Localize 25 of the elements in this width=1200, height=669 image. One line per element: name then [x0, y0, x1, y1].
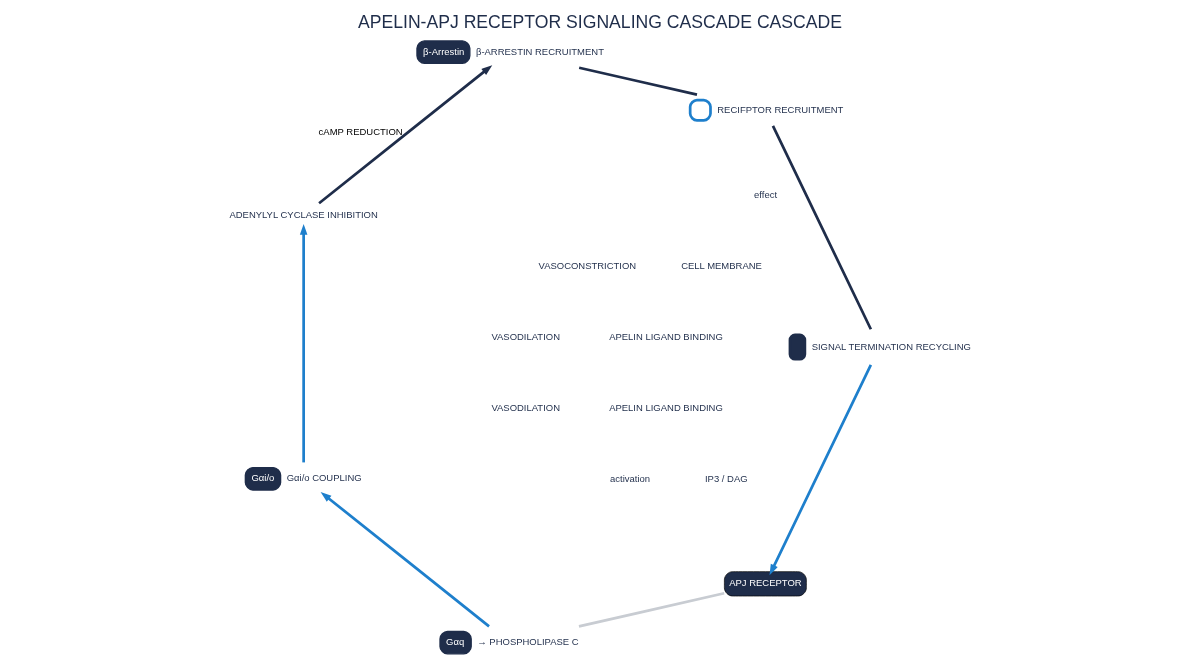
- connector: [771, 125, 873, 330]
- node-label: → PHOSPHOLIPASE C: [477, 636, 579, 648]
- edge-label: cAMP REDUCTION: [318, 125, 403, 137]
- label: IP3 / DAG: [704, 473, 748, 485]
- node-label: RECIFPTOR RECRUITMENT: [717, 103, 844, 115]
- arrow: [320, 491, 490, 628]
- node-label: Gαi/o COUPLING: [286, 472, 362, 484]
- label: effect: [754, 188, 778, 200]
- diagram-title: APELIN-APJ RECEPTOR SIGNALING CASCADE CASCADE: [357, 11, 843, 32]
- arrow: [769, 364, 873, 576]
- label: APELIN LIGAND BINDING: [609, 331, 723, 343]
- node-label: β-ARRESTIN RECRUITMENT: [475, 45, 604, 57]
- label: VASOCONSTRICTION: [538, 259, 637, 271]
- label: APELIN LIGAND BINDING: [609, 402, 723, 414]
- node-box: APJ RECEPTOR: [724, 571, 807, 597]
- connector: [578, 66, 698, 96]
- node-label: SIGNAL TERMINATION RECYCLING: [811, 340, 971, 352]
- arrow: [299, 223, 308, 463]
- connector: [578, 591, 725, 628]
- label: CELL MEMBRANE: [681, 259, 762, 271]
- label: VASODILATION: [491, 331, 560, 343]
- label: VASODILATION: [491, 402, 560, 414]
- node-text: ADENYLYL CYCLASE INHIBITION: [229, 209, 378, 221]
- arrow: [318, 65, 493, 205]
- label: activation: [610, 473, 651, 485]
